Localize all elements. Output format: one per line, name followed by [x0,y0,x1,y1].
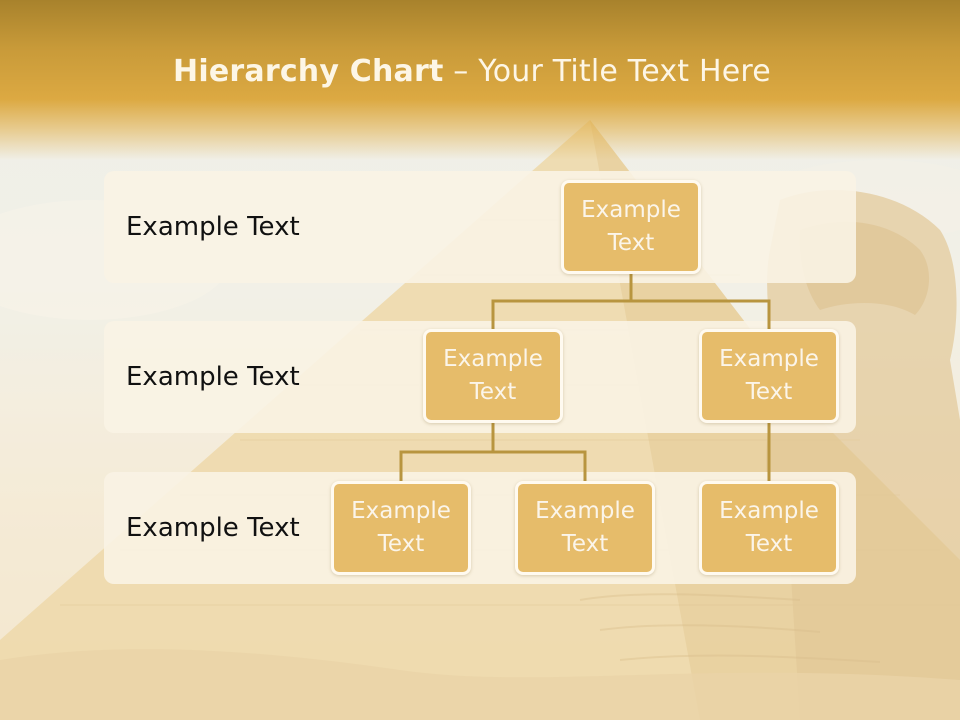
level-label: Example Text [126,513,300,543]
title-band [0,0,960,160]
node-level3-left[interactable]: Example Text [331,481,471,575]
node-level3-left-text: Example Text [351,498,451,557]
node-level2-right-text: Example Text [719,346,819,405]
node-level3-right-text: Example Text [719,498,819,557]
title-rest: – Your Title Text Here [443,54,771,89]
node-level2-left-text: Example Text [443,346,543,405]
level-label: Example Text [126,362,300,392]
level-band-1: Example Text [104,171,856,283]
node-level2-right[interactable]: Example Text [699,329,839,423]
node-root-text: Example Text [581,197,681,256]
node-root[interactable]: Example Text [561,180,701,274]
node-level3-middle[interactable]: Example Text [515,481,655,575]
node-level3-middle-text: Example Text [535,498,635,557]
node-level3-right[interactable]: Example Text [699,481,839,575]
node-level2-left[interactable]: Example Text [423,329,563,423]
level-label: Example Text [126,212,300,242]
slide-title: Hierarchy Chart – Your Title Text Here [0,54,944,89]
title-bold: Hierarchy Chart [173,54,444,89]
